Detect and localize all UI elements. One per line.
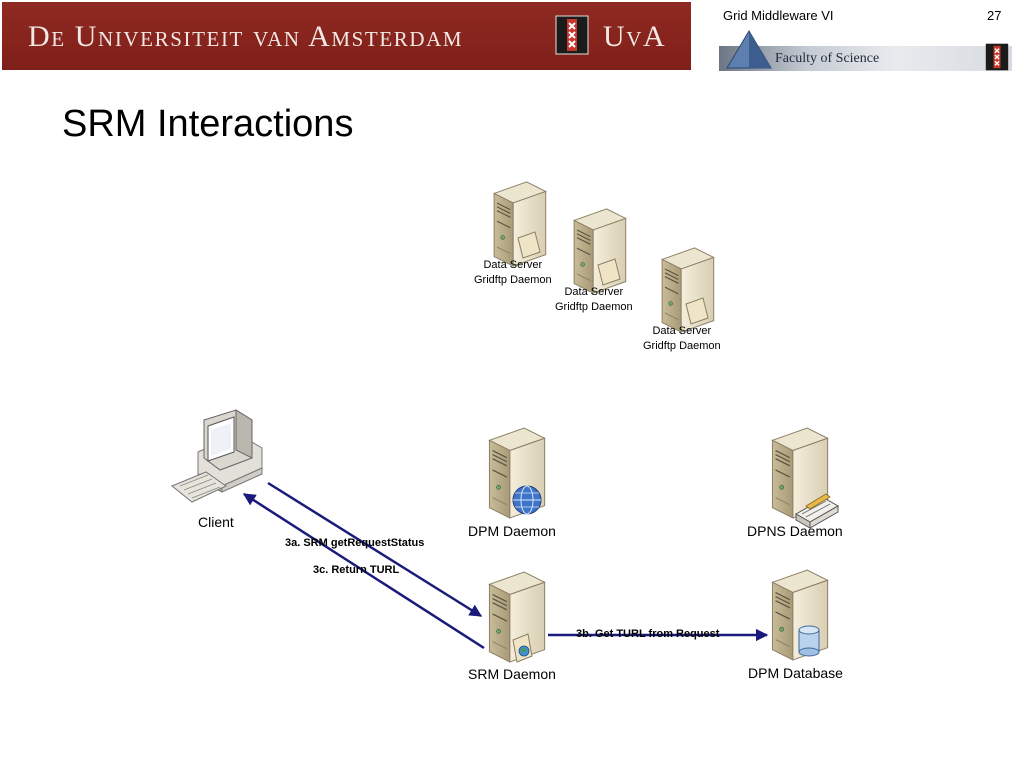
server-icon	[661, 247, 715, 333]
data-server-2-line1: Data Server	[564, 286, 624, 298]
edge-3a-label: 3a. SRM getRequestStatus	[285, 537, 425, 549]
dpm-database-server	[771, 569, 829, 661]
web-document-icon	[512, 633, 533, 663]
banner-uva: UvA	[603, 20, 667, 53]
faculty-name: Faculty of Science	[775, 51, 880, 66]
banner-text: De Universiteit van Amsterdam UvA	[28, 20, 665, 54]
course-name: Grid Middleware VI	[723, 8, 834, 23]
data-server-3-line2: Gridftp Daemon	[643, 340, 721, 352]
dpm-daemon-label: DPM Daemon	[468, 523, 556, 539]
data-server-1	[493, 181, 547, 267]
data-server-2	[573, 208, 627, 294]
edge-3c-arrow	[242, 492, 485, 650]
card-reader-icon	[794, 493, 840, 529]
client-label: Client	[198, 514, 234, 530]
pyramid-logo-icon	[726, 30, 772, 69]
dpm-database-label: DPM Database	[748, 665, 843, 681]
document-icon	[517, 231, 541, 259]
data-server-1-line1: Data Server	[483, 259, 543, 271]
slide-title: SRM Interactions	[62, 103, 354, 145]
uva-seal-small-icon	[985, 43, 1009, 71]
data-server-2-label: Data Server Gridftp Daemon	[555, 285, 633, 315]
slide-number: 27	[987, 8, 1002, 23]
uva-seal-icon	[555, 15, 589, 55]
srm-daemon-server	[488, 571, 546, 663]
server-icon	[493, 181, 547, 267]
document-icon	[685, 297, 709, 325]
data-server-3	[661, 247, 715, 333]
globe-icon	[512, 485, 542, 515]
client-computer-icon	[171, 409, 263, 503]
faculty-banner: Faculty of Science	[719, 30, 1012, 71]
database-icon	[798, 625, 820, 657]
data-server-3-line1: Data Server	[652, 325, 712, 337]
srm-daemon-label: SRM Daemon	[468, 666, 556, 682]
data-server-1-line2: Gridftp Daemon	[474, 274, 552, 286]
dpns-daemon-label: DPNS Daemon	[747, 523, 843, 539]
dpm-daemon-server	[488, 427, 546, 519]
university-banner: De Universiteit van Amsterdam UvA	[2, 2, 691, 70]
document-icon	[597, 258, 621, 286]
edge-3a-arrow	[267, 481, 483, 618]
edge-3b-label: 3b. Get TURL from Request	[576, 628, 720, 640]
data-server-2-line2: Gridftp Daemon	[555, 301, 633, 313]
server-icon	[573, 208, 627, 294]
data-server-3-label: Data Server Gridftp Daemon	[643, 324, 721, 354]
edge-3c-label: 3c. Return TURL	[313, 564, 400, 576]
banner-university-name: De Universiteit van Amsterdam	[28, 20, 464, 53]
dpns-daemon-server	[771, 427, 840, 529]
data-server-1-label: Data Server Gridftp Daemon	[474, 258, 552, 288]
